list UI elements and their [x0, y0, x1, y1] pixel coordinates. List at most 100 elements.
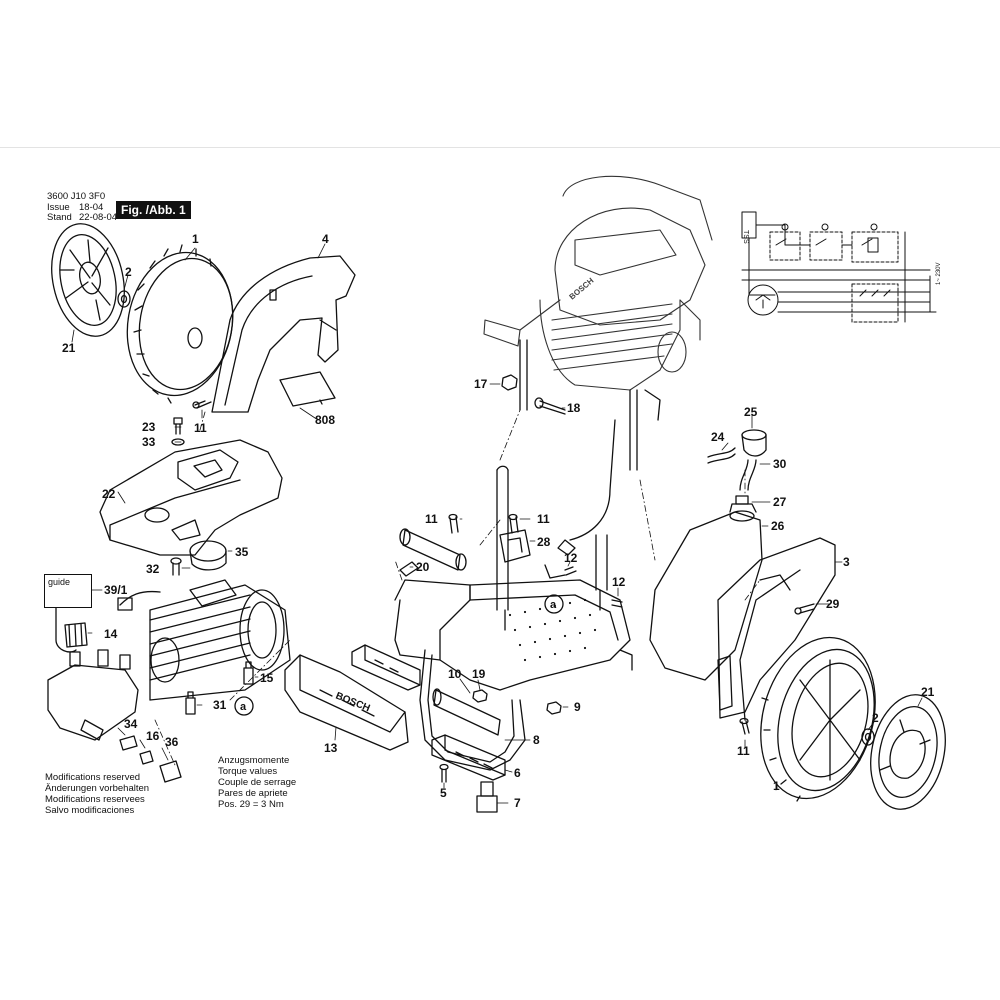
- part-label: 26: [771, 519, 785, 533]
- side-cover-left: [211, 255, 356, 413]
- part-label: 14: [104, 627, 118, 641]
- callout-a-label: a: [240, 701, 247, 713]
- nut-17: [501, 374, 518, 391]
- part-label: 2: [125, 265, 132, 279]
- schematic-tss-label: TSS: [742, 230, 749, 244]
- part-label: 1: [192, 232, 199, 246]
- svg-text:BOSCH: BOSCH: [334, 691, 372, 715]
- torque-line: Pares de apriete: [218, 788, 288, 799]
- hose-24: [707, 447, 736, 464]
- guide-box: guide: [44, 574, 92, 608]
- part-label: 18: [567, 401, 581, 415]
- hose-guide-rail: [351, 644, 421, 691]
- filter-27: [735, 495, 749, 505]
- issue-label: Issue: [47, 202, 70, 213]
- wheel-cap-right: [870, 694, 946, 810]
- foot-7: [476, 781, 498, 813]
- wheel-right: [760, 636, 876, 802]
- part-label: 21: [921, 685, 935, 699]
- part-label: 31: [213, 698, 227, 712]
- nut-19: [472, 689, 488, 703]
- part-label: 35: [235, 545, 249, 559]
- part-label: 7: [514, 796, 521, 810]
- fitting-34: [119, 735, 138, 751]
- side-cover-right: [717, 537, 836, 721]
- part-label: 11: [194, 421, 207, 435]
- notes-modifications: Modifications reserved Änderungen vorbeh…: [45, 772, 149, 816]
- retaining-washer-right: [861, 728, 875, 746]
- part-label: 34: [124, 717, 138, 731]
- part-label: 20: [416, 560, 430, 574]
- valve-15: [243, 661, 254, 685]
- high-pressure-hose: [557, 419, 616, 556]
- torque-line: Couple de serrage: [218, 777, 297, 788]
- frame-8: [394, 465, 633, 771]
- screw-32: [170, 557, 182, 576]
- retaining-washer-left: [117, 290, 131, 308]
- guide-cable: [55, 607, 77, 653]
- motor-assembly: [117, 579, 291, 701]
- part-label: 25: [744, 405, 758, 419]
- screw-29: [794, 603, 815, 615]
- torque-line: Anzugsmomente: [218, 755, 290, 766]
- note-line: Modifications reserved: [45, 772, 141, 783]
- part-label: 17: [474, 377, 488, 391]
- tank-cap-35: [189, 540, 227, 571]
- leader-lines: [71, 243, 923, 804]
- part-label: 4: [322, 232, 329, 246]
- part-label: 33: [142, 435, 156, 449]
- part-label: 24: [711, 430, 725, 444]
- valve-31: [185, 691, 196, 715]
- hose-holder-13: [284, 654, 409, 751]
- part-label: 32: [146, 562, 160, 576]
- page-top-rule: [0, 147, 1000, 148]
- note-line: Salvo modificaciones: [45, 805, 135, 816]
- foot-rail-6: [431, 734, 506, 781]
- part-label: 12: [612, 575, 626, 589]
- wheel-left: [126, 244, 234, 404]
- clip-20: [399, 561, 419, 577]
- doc-number: 3600 J10 3F0: [47, 191, 106, 202]
- bracket-28: [499, 529, 531, 563]
- part-label: 6: [514, 766, 521, 780]
- tube-30: [739, 459, 757, 491]
- frame-handle-tubes: [519, 339, 661, 471]
- screw-11-center: [448, 513, 519, 534]
- label-sticker-808: [279, 371, 336, 407]
- stand-label: Stand: [47, 212, 72, 223]
- stand-date: 22-08-04: [79, 212, 118, 223]
- part-label: 9: [574, 700, 581, 714]
- issue-date: 18-04: [79, 202, 104, 213]
- wheel-cap-left: [51, 223, 125, 337]
- guide-label: guide: [48, 577, 71, 587]
- main-housing: [483, 175, 713, 391]
- torque-line: Pos. 29 = 3 Nm: [218, 799, 284, 810]
- part-label: 808: [315, 413, 335, 427]
- part-label: 3: [843, 555, 850, 569]
- pump-head: [47, 649, 139, 741]
- cap-14: [64, 622, 88, 648]
- part-label: 5: [440, 786, 447, 800]
- part-label: 22: [102, 487, 116, 501]
- part-label: 27: [773, 495, 787, 509]
- part-label: 2: [872, 711, 879, 725]
- callout-circle-a-left: [234, 696, 254, 716]
- detergent-tank-26: [649, 503, 763, 681]
- cap-25: [741, 429, 767, 457]
- screw-23: [171, 417, 185, 446]
- note-line: Modifications reservees: [45, 794, 145, 805]
- part-label: 23: [142, 420, 156, 434]
- figure-badge: Fig. /Abb. 1: [116, 201, 191, 219]
- part-label: 11: [425, 512, 438, 526]
- fitting-36: [159, 760, 182, 783]
- part-label: 8: [533, 733, 540, 747]
- grip-tube: [399, 528, 467, 571]
- part-label: 21: [62, 341, 76, 355]
- wiring-schematic: [741, 211, 937, 323]
- note-line: Änderungen vorbehalten: [45, 783, 150, 794]
- screw-18: [534, 397, 566, 415]
- part-label: 10: [448, 667, 462, 681]
- torque-line: Torque values: [218, 766, 278, 777]
- fitting-16: [139, 750, 154, 765]
- screw-5: [439, 763, 449, 783]
